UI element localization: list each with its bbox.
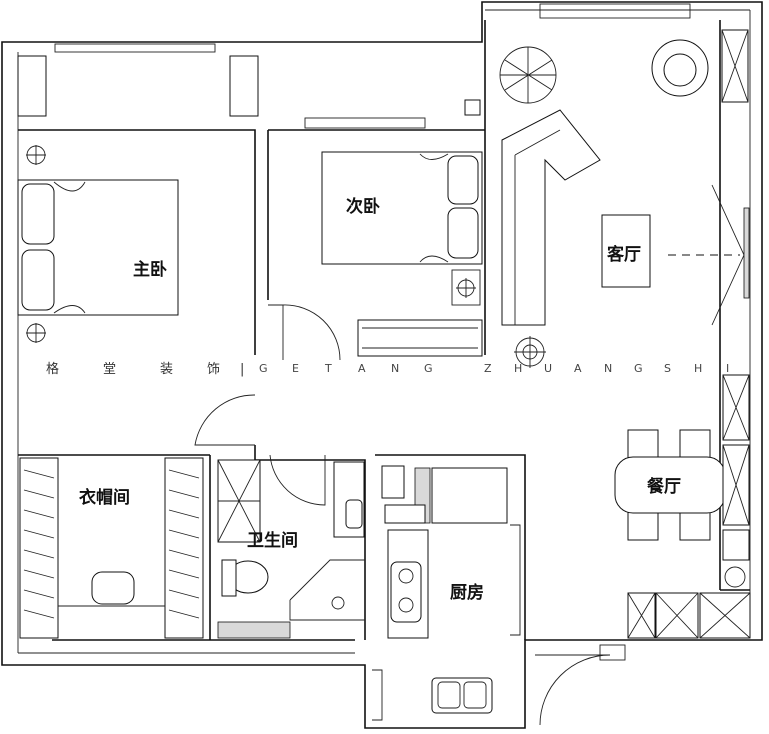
stove [390,561,422,623]
watermark-letter: S [664,362,671,375]
plant-icon [499,46,557,104]
watermark-letter: U [544,362,552,375]
watermark-letter: G [259,362,268,375]
watermark-letter: N [604,362,612,375]
cloakroom [19,457,204,639]
pillow [21,183,55,245]
lamp-icon [514,336,546,368]
watermark-letter: A [574,362,582,375]
label-dining-room: 餐厅 [647,476,681,497]
lamp-icon [451,269,481,306]
lamp-icon [26,145,46,165]
room-labels: 主卧 次卧 客厅 餐厅 衣帽间 卫生间 厨房 [79,196,681,603]
watermark-letter: G [634,362,643,375]
wardrobe-rack [19,457,59,639]
watermark-letter: E [292,362,299,375]
bathroom [217,459,365,639]
label-cloakroom: 衣帽间 [79,487,130,508]
pillow [21,249,55,311]
watermark-letter: H [514,362,522,375]
pillow [447,155,479,205]
label-kitchen: 厨房 [450,582,484,603]
sofa [501,109,601,326]
watermark-char: 装 [160,362,173,377]
floor-drain-icon [331,596,345,610]
wardrobe [357,319,483,357]
label-second-bedroom: 次卧 [346,196,380,217]
watermark-char: 堂 [103,362,116,377]
chair [627,511,659,541]
watermark-letter: I [726,362,729,375]
coffee-table [601,214,651,288]
kitchen-sink [431,677,493,714]
doors [194,304,626,726]
dining-room [614,374,751,639]
tv [743,207,750,299]
armchair [651,39,709,97]
watermark: 格 堂 装 饰 | G E T A N G Z H U A N G S H I [46,361,729,377]
living-room [499,29,750,368]
second-bedroom [321,151,483,357]
sink [345,499,363,529]
interior-walls [17,20,750,641]
refrigerator [431,467,508,524]
ottoman [91,571,135,605]
chair [627,429,659,459]
kitchen [372,465,521,721]
wardrobe-rack [164,457,204,639]
pillow [447,207,479,259]
master-bedroom [17,145,179,343]
label-bathroom: 卫生间 [247,530,298,551]
watermark-letter: H [694,362,702,375]
watermark-char: 格 [46,361,59,377]
burner-icon [398,597,414,613]
chair [679,511,711,541]
label-master-bedroom: 主卧 [133,259,167,280]
watermark-letter: A [358,362,366,375]
lamp-icon [26,323,46,343]
watermark-letter: G [424,362,433,375]
watermark-letter: T [324,362,332,375]
watermark-letter: N [391,362,399,375]
plant-icon [724,566,746,588]
watermark-separator: | [240,362,244,377]
burner-icon [398,568,414,584]
watermark-char: 饰 [207,362,220,377]
label-living-room: 客厅 [606,244,641,265]
watermark-letter: Z [484,362,492,375]
chair [679,429,711,459]
